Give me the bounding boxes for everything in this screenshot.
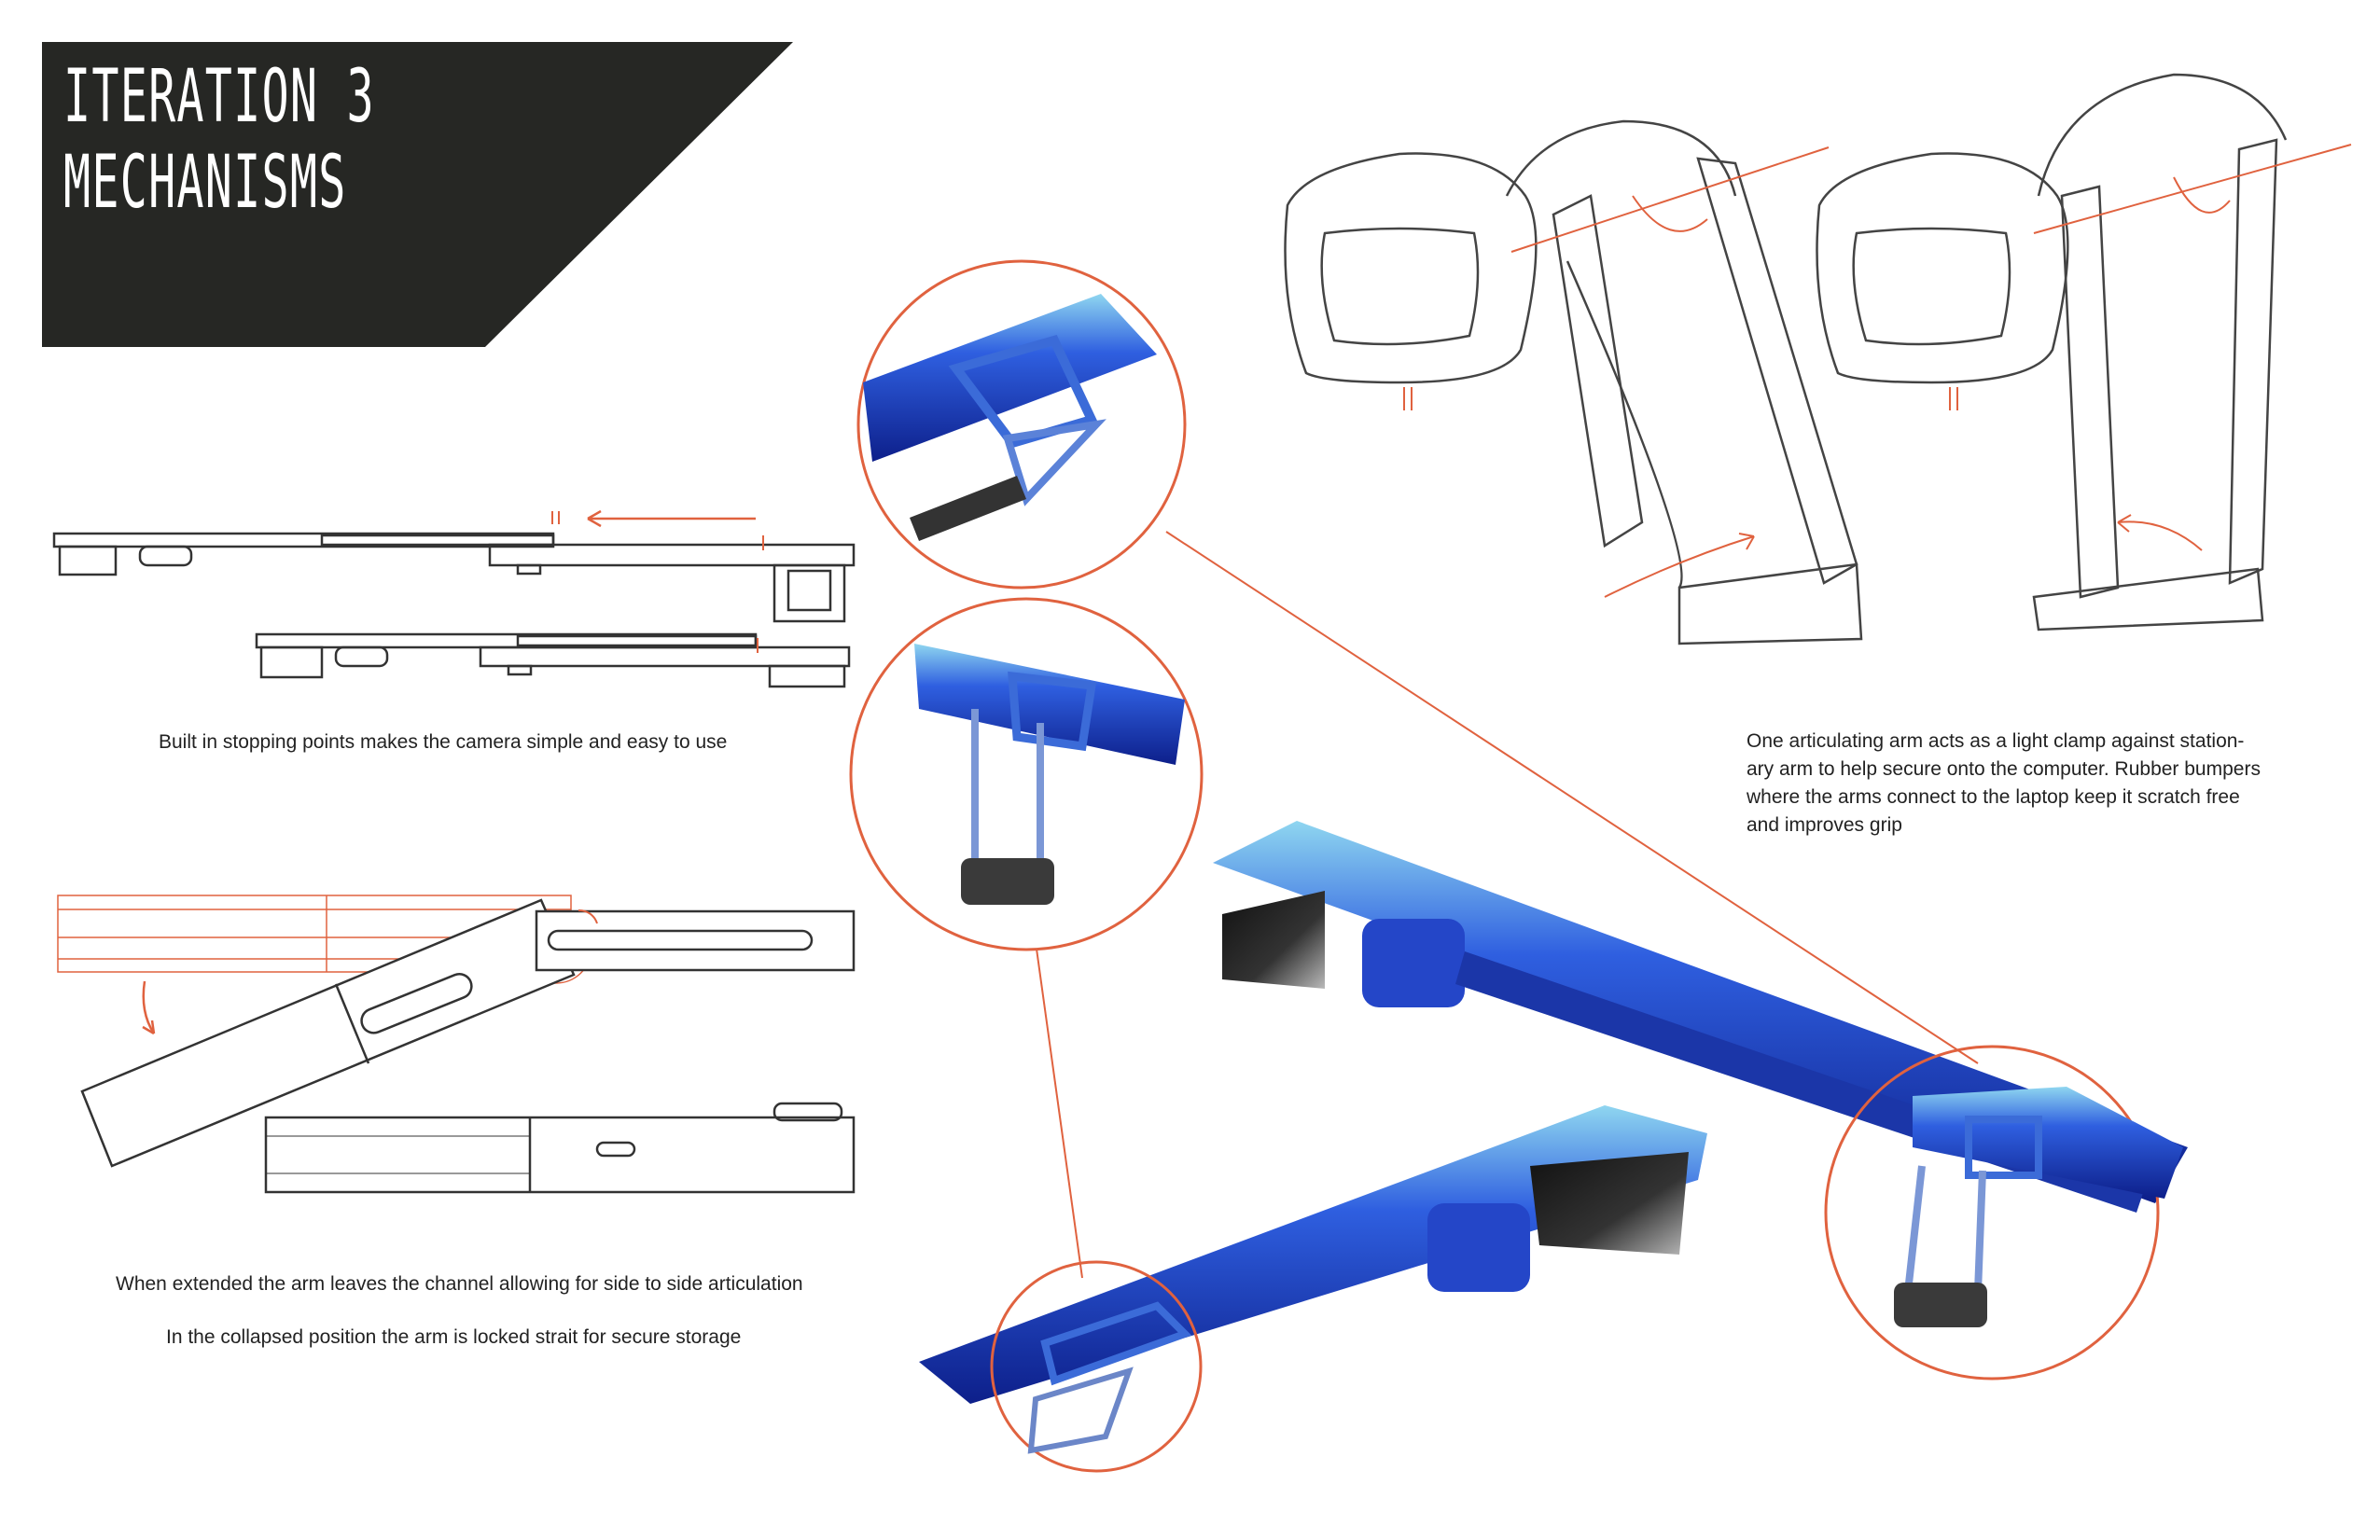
caption-extended-arm: When extended the arm leaves the channel… — [116, 1273, 803, 1295]
detail-circle-middle — [849, 597, 1204, 951]
caption-articulating-arm: One articulating arm acts as a light cla… — [1747, 730, 2261, 836]
slide-arrow — [587, 509, 756, 528]
render-camera-bottom — [919, 1105, 1707, 1404]
detail-circle-bottom — [990, 1260, 1203, 1473]
arm-articulation-view — [57, 895, 856, 1194]
caption-stopping-points: Built in stopping points makes the camer… — [159, 731, 728, 753]
title-line-1: ITERATION 3 — [63, 55, 375, 139]
clamp-arm-sketch-1 — [1284, 119, 1863, 645]
clamp-arm-sketch-2 — [1816, 73, 2288, 631]
title-line-2: MECHANISMS — [63, 141, 347, 225]
slide-side-view-collapsed — [255, 632, 851, 688]
detail-connectors — [1035, 531, 1979, 1279]
rotation-indicators — [1510, 144, 2352, 598]
slide-side-view-extended — [52, 532, 856, 623]
tick-marks — [1403, 387, 1958, 410]
caption-collapsed-position: In the collapsed position the arm is loc… — [166, 1326, 742, 1348]
detail-circle-right — [1824, 1045, 2183, 1380]
page-title: ITERATION 3 MECHANISMS — [63, 54, 375, 226]
detail-circle-top — [856, 259, 1187, 590]
